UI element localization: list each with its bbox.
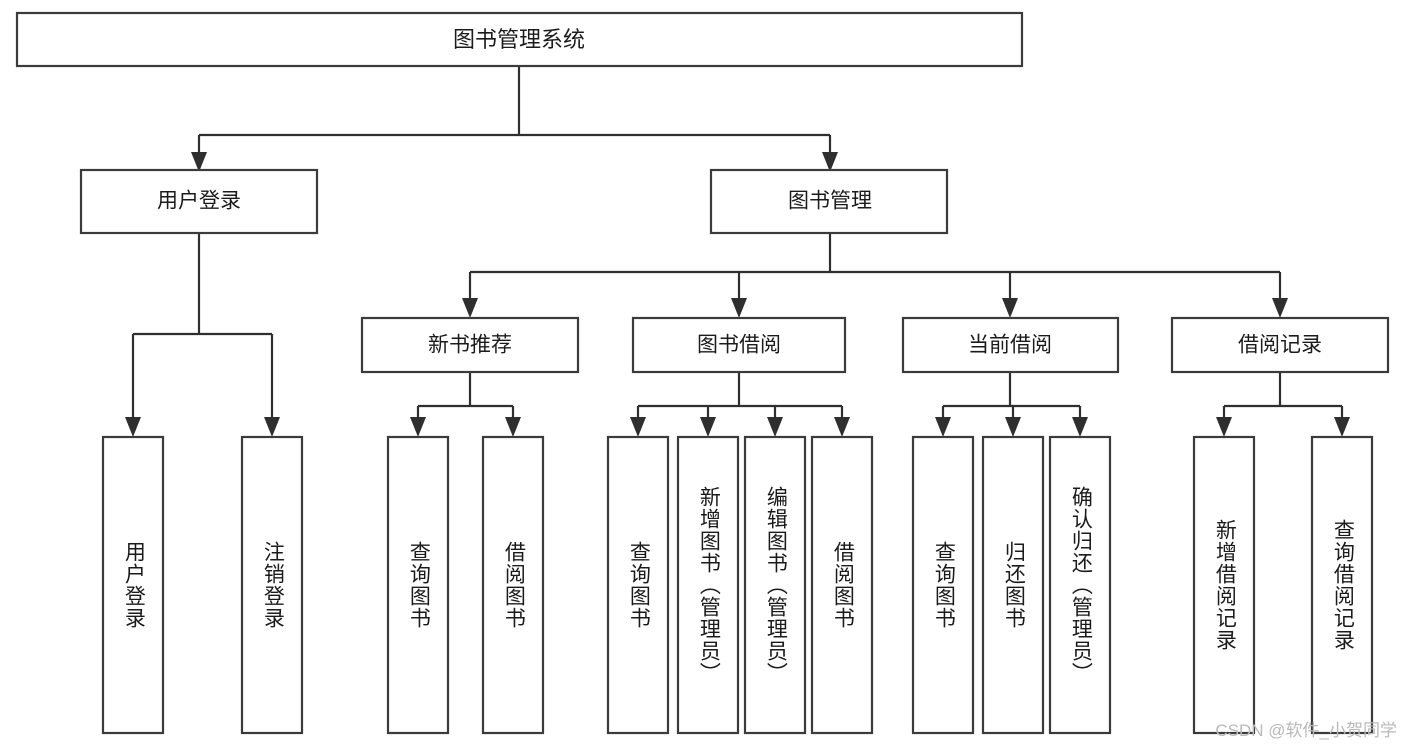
arrow-head-leaf-2 — [264, 417, 280, 437]
arrow-head-leaf-10 — [1005, 417, 1021, 437]
node-user-login-box — [79, 168, 319, 235]
node-current-borrow-label: 当前借阅 — [968, 334, 1052, 357]
arrow-head-leaf-4 — [505, 417, 521, 437]
leaf-box-13[interactable] — [1310, 435, 1374, 735]
node-user-login[interactable]: 用户登录 — [79, 168, 319, 235]
leaf-box-10[interactable] — [981, 435, 1045, 735]
leaf-box-2[interactable] — [240, 435, 304, 735]
arrow-head-new-book — [462, 298, 478, 318]
arrow-head-leaf-1 — [125, 417, 141, 437]
leaf-box-3[interactable] — [386, 435, 450, 735]
leaf-box-8[interactable] — [810, 435, 874, 735]
connector-group-user-login — [125, 233, 280, 437]
leaf-box-5[interactable] — [606, 435, 670, 735]
node-user-login-label: 用户登录 — [157, 190, 241, 213]
leaf-box-1[interactable] — [101, 435, 165, 735]
node-borrow-record[interactable]: 借阅记录 — [1170, 316, 1390, 374]
connector-group-new-book — [410, 372, 521, 437]
node-borrow-record-label: 借阅记录 — [1238, 334, 1322, 357]
connector-group-book-borrow — [630, 372, 850, 437]
node-book-borrow-box — [631, 316, 847, 374]
leaf-box-group — [101, 435, 1374, 735]
node-book-manage-box — [709, 168, 949, 235]
arrow-head-leaf-9 — [935, 417, 951, 437]
connector-group-current-borrow — [935, 372, 1088, 437]
arrow-head-leaf-3 — [410, 417, 426, 437]
arrow-head-leaf-7 — [767, 417, 783, 437]
connector-group-book-manage — [462, 233, 1288, 318]
arrow-head-leaf-5 — [630, 417, 646, 437]
node-current-borrow[interactable]: 当前借阅 — [901, 316, 1120, 374]
connector-group-root — [191, 66, 838, 172]
connector-group-borrow-record — [1216, 372, 1350, 437]
node-new-book-recommend-label: 新书推荐 — [428, 334, 512, 357]
leaf-box-12[interactable] — [1192, 435, 1256, 735]
leaf-box-6[interactable] — [676, 435, 740, 735]
leaf-box-9[interactable] — [911, 435, 975, 735]
arrow-head-user-login — [191, 152, 207, 172]
arrow-head-leaf-6 — [700, 417, 716, 437]
arrow-head-book-manage — [822, 152, 838, 172]
node-new-book-recommend[interactable]: 新书推荐 — [360, 316, 580, 374]
arrow-head-leaf-11 — [1072, 417, 1088, 437]
arrow-head-leaf-8 — [834, 417, 850, 437]
node-book-borrow-label: 图书借阅 — [697, 334, 781, 357]
arrow-head-borrow-record — [1272, 298, 1288, 318]
arrow-head-current-borrow — [1002, 298, 1018, 318]
node-root[interactable]: 图书管理系统 — [15, 11, 1024, 68]
node-root-box — [15, 11, 1024, 68]
node-book-borrow[interactable]: 图书借阅 — [631, 316, 847, 374]
watermark-text: CSDN @软件_小贺同学 — [1215, 721, 1397, 740]
leaf-box-11[interactable] — [1048, 435, 1112, 735]
node-borrow-record-box — [1170, 316, 1390, 374]
node-book-manage-label: 图书管理 — [788, 190, 872, 213]
arrow-head-book-borrow — [731, 298, 747, 318]
arrow-head-leaf-12 — [1216, 417, 1232, 437]
node-new-book-recommend-box — [360, 316, 580, 374]
arrow-head-leaf-13 — [1334, 417, 1350, 437]
leaf-box-4[interactable] — [481, 435, 545, 735]
node-current-borrow-box — [901, 316, 1120, 374]
leaf-box-7[interactable] — [743, 435, 807, 735]
node-book-manage[interactable]: 图书管理 — [709, 168, 949, 235]
node-root-label: 图书管理系统 — [453, 27, 585, 52]
